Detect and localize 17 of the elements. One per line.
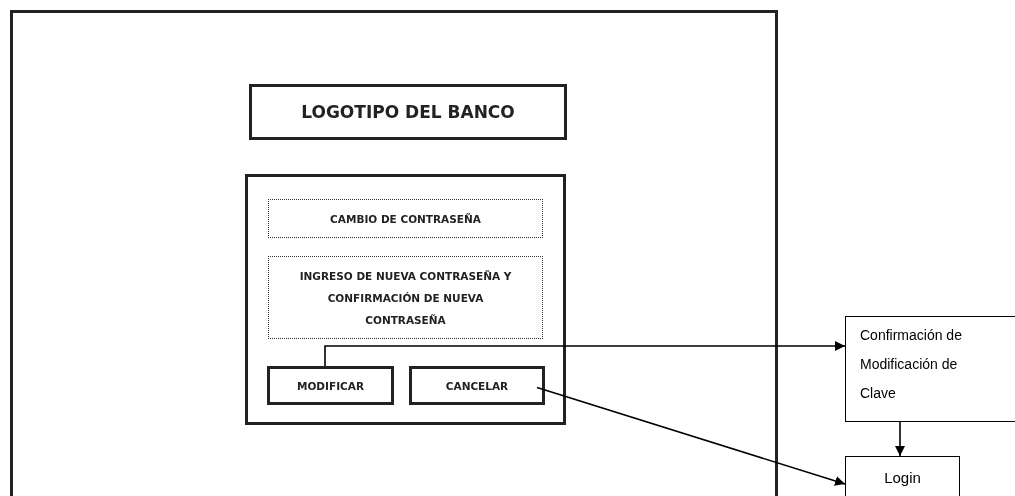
text-area-box bbox=[268, 256, 543, 339]
form-panel bbox=[245, 174, 566, 425]
section-label: CAMBIO DE CONTRASEÑA bbox=[330, 211, 481, 227]
action-button: CANCELAR bbox=[409, 366, 545, 405]
arrow bbox=[895, 421, 905, 457]
screen-label: Confirmación de Modificación de Clave bbox=[860, 326, 963, 403]
header-box bbox=[249, 84, 567, 140]
arrow bbox=[536, 386, 846, 486]
section-label: INGRESO DE NUEVA CONTRASEÑA Y CONFIRMACIÓN DE NUEVA CONTRASEÑA bbox=[298, 268, 513, 328]
screen-box bbox=[845, 316, 1015, 422]
arrow bbox=[324, 341, 846, 367]
header-text: LOGOTIPO DEL BANCO bbox=[301, 101, 515, 123]
screen-label: Login bbox=[883, 468, 922, 488]
screen-frame bbox=[10, 10, 778, 496]
screen-box bbox=[845, 456, 960, 496]
text-area-box bbox=[268, 199, 543, 238]
action-button: MODIFICAR bbox=[267, 366, 394, 405]
